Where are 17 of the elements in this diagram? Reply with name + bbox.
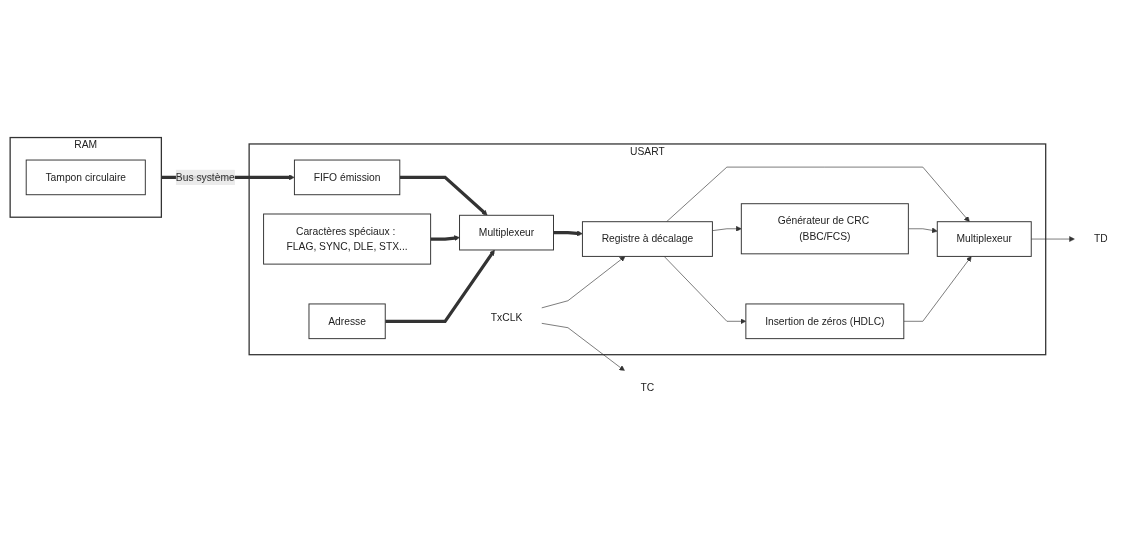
edge-label: Bus système xyxy=(175,171,235,183)
node-box: Registre à décalage xyxy=(581,221,713,257)
arrow xyxy=(553,230,583,237)
node-box: FIFO émission xyxy=(293,159,401,196)
node-box: Générateur de CRC (BBC/FCS) xyxy=(740,203,909,255)
node-box: Multiplexeur xyxy=(936,221,1032,257)
arrow xyxy=(385,249,495,323)
node-box: Multiplexeur xyxy=(459,214,554,251)
node-box: Caractères spéciaux : FLAG, SYNC, DLE, STX... xyxy=(263,213,432,265)
arrow xyxy=(430,235,460,241)
arrow xyxy=(399,175,488,216)
node-text: TxCLK xyxy=(490,311,523,323)
node-box: Adresse xyxy=(308,303,386,340)
node-box: Tampon circulaire xyxy=(25,159,146,196)
node-text: TD xyxy=(1093,233,1108,245)
node-box: Insertion de zéros (HDLC) xyxy=(745,303,905,340)
node-text: TC xyxy=(640,382,655,394)
